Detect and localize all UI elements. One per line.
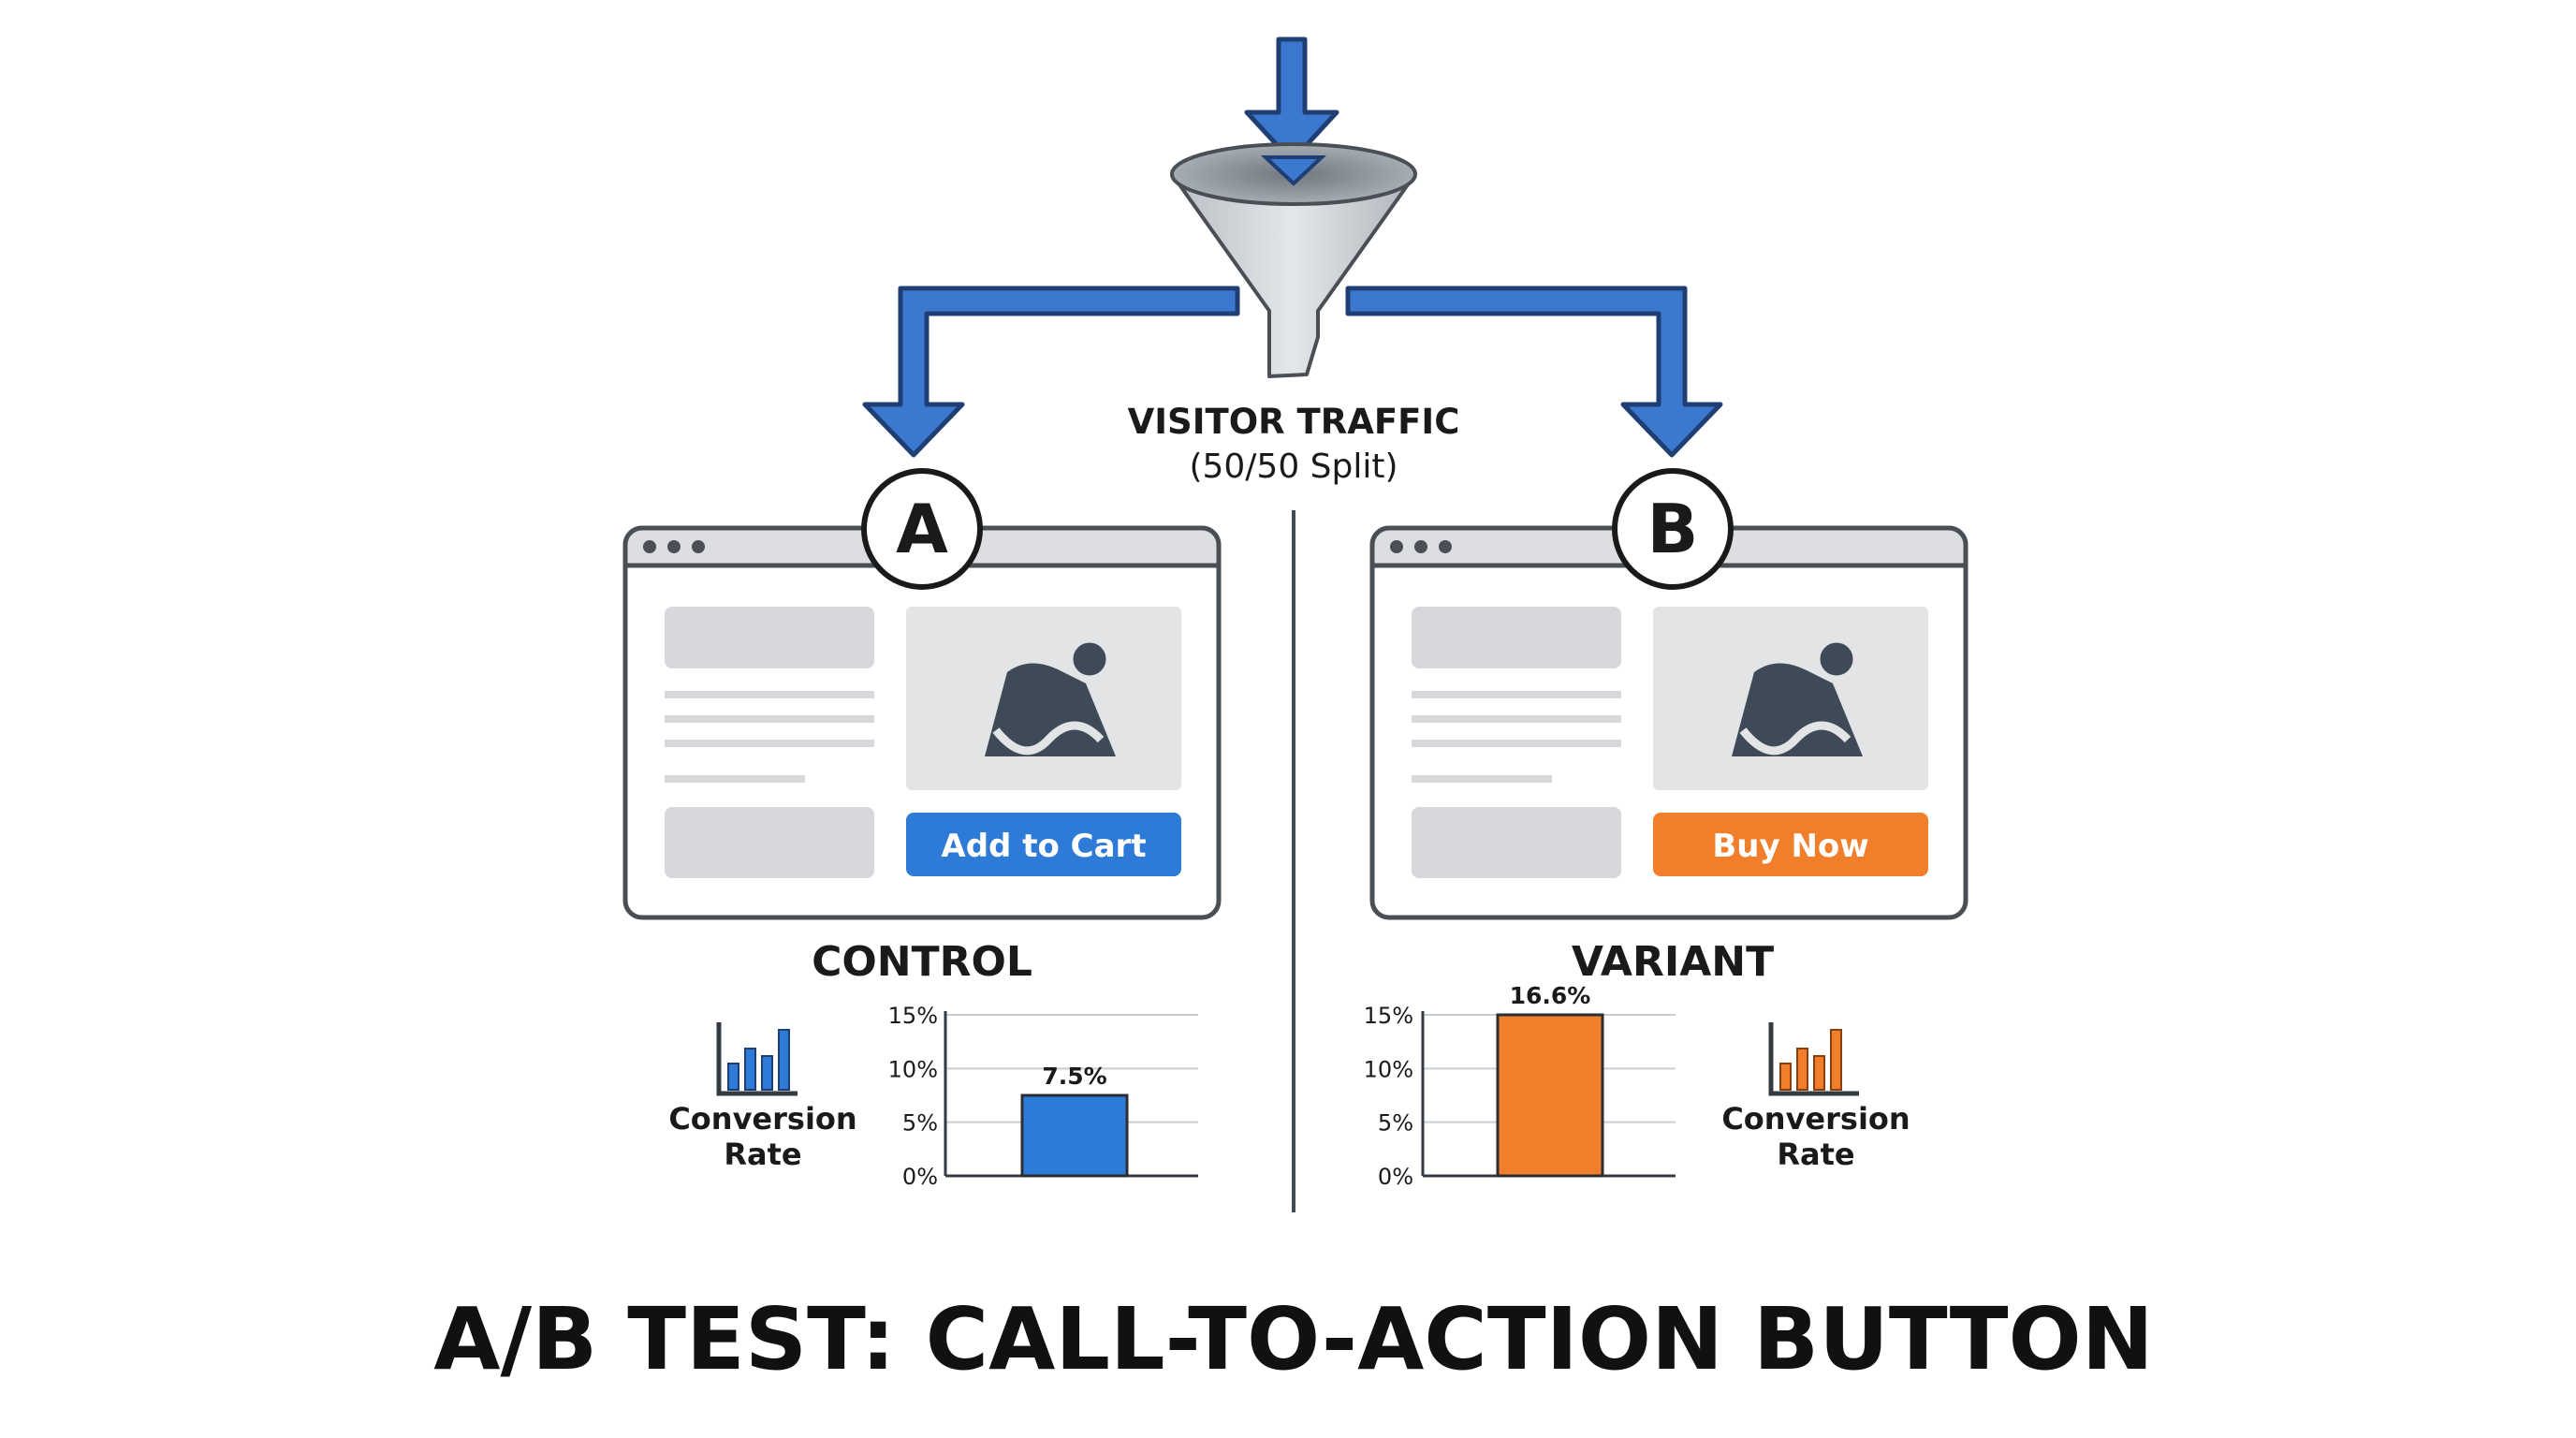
placeholder-line <box>665 715 874 723</box>
chart-bar <box>1020 1093 1129 1178</box>
placeholder-line <box>665 740 874 747</box>
bar-chart-icon <box>1768 1022 1859 1096</box>
placeholder-line <box>1412 715 1621 723</box>
chart-value-label: 7.5% <box>1042 1063 1106 1090</box>
split-arrow-left <box>862 286 1240 458</box>
incoming-traffic-arrow <box>1244 37 1339 164</box>
page-title: A/B TEST: CALL-TO-ACTION BUTTON <box>433 1289 2153 1389</box>
conversion-chart-b: 0% 5% 10% 15% 16.6% <box>1364 982 1676 1190</box>
chart-tick-label: 15% <box>888 1003 938 1029</box>
placeholder-header <box>665 607 874 668</box>
conversion-rate-label-b: Conversion <box>1721 1101 1910 1137</box>
placeholder-block <box>665 807 874 878</box>
control-label: CONTROL <box>812 938 1032 986</box>
window-dot-icon <box>1439 540 1452 553</box>
buy-now-button[interactable] <box>1653 813 1928 876</box>
variant-b-badge: B <box>1612 468 1734 590</box>
funnel-icon <box>1170 142 1417 378</box>
browser-window-a: Add to Cart <box>622 525 1222 920</box>
placeholder-line <box>1412 691 1621 698</box>
add-to-cart-button[interactable] <box>906 813 1181 876</box>
conversion-chart-a: 0% 5% 10% 15% 7.5% <box>888 1003 1198 1190</box>
conversion-rate-label-a: Conversion <box>668 1101 856 1137</box>
traffic-label: VISITOR TRAFFIC <box>1128 402 1460 442</box>
bar-chart-icon <box>716 1022 798 1096</box>
placeholder-line <box>665 775 805 783</box>
placeholder-header <box>1412 607 1621 668</box>
chart-value-label: 16.6% <box>1510 982 1591 1009</box>
window-dot-icon <box>667 540 681 553</box>
variant-a-panel: Add to Cart A CONTROL Conversion Rate 0%… <box>622 468 1222 1190</box>
chart-tick-label: 10% <box>888 1056 938 1082</box>
conversion-rate-label-b-line2: Rate <box>1777 1137 1854 1172</box>
variant-a-badge: A <box>861 468 983 590</box>
traffic-split-label: (50/50 Split) <box>1189 448 1398 486</box>
chart-bar <box>1496 1013 1604 1178</box>
placeholder-block <box>1412 807 1621 878</box>
image-icon <box>985 638 1116 756</box>
conversion-rate-label-a-line2: Rate <box>724 1137 801 1172</box>
window-dot-icon <box>643 540 656 553</box>
window-dot-icon <box>1414 540 1427 553</box>
window-dot-icon <box>1390 540 1403 553</box>
chart-tick-label: 0% <box>1378 1164 1413 1190</box>
chart-tick-label: 5% <box>1378 1110 1413 1137</box>
variant-b-panel: Buy Now B VARIANT Conversion Rate 0% 5% 10… <box>1364 468 1969 1190</box>
add-to-cart-label: Add to Cart <box>941 828 1146 865</box>
chart-tick-label: 0% <box>902 1164 938 1190</box>
image-icon <box>1732 638 1863 756</box>
variant-b-badge-letter: B <box>1647 490 1699 568</box>
chart-tick-label: 10% <box>1364 1056 1413 1082</box>
variant-a-badge-letter: A <box>896 490 948 568</box>
buy-now-label: Buy Now <box>1712 828 1868 865</box>
window-dot-icon <box>692 540 705 553</box>
placeholder-line <box>665 691 874 698</box>
chart-tick-label: 5% <box>902 1110 938 1137</box>
chart-tick-label: 15% <box>1364 1003 1413 1029</box>
placeholder-line <box>1412 775 1552 783</box>
split-arrow-right <box>1345 286 1723 458</box>
variant-label: VARIANT <box>1572 938 1774 986</box>
placeholder-line <box>1412 740 1621 747</box>
